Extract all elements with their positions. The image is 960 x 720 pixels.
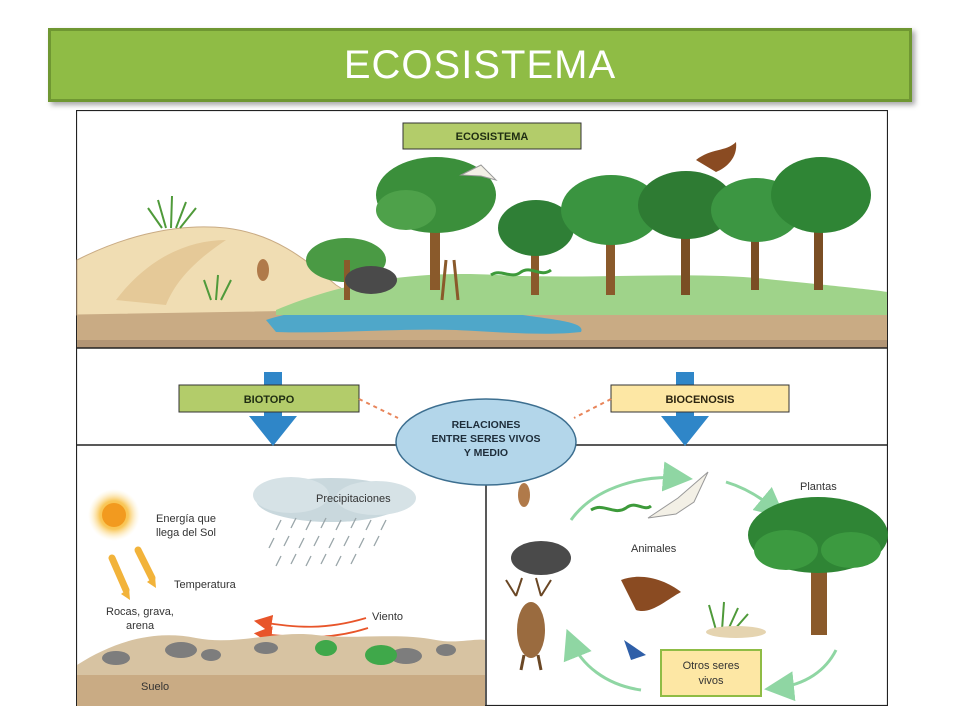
eagle-icon-2 [621,576,681,611]
biocenosis-label: BIOCENOSIS [665,394,734,406]
bird-icon [459,164,498,181]
biotopo-label: BIOTOPO [244,394,295,406]
animales-label: Animales [631,543,677,555]
landscape-scene [76,142,887,348]
energia-line1: Energía que [156,513,216,525]
snake-icon-2 [590,503,652,513]
rocas-line1: Rocas, grava, [106,606,174,618]
snake-icon [490,268,552,277]
eagle-icon [696,142,737,172]
energia-line2: llega del Sol [156,527,216,539]
relations-ellipse [395,398,577,486]
deer-icon-2 [505,577,552,671]
ecosistema-label-box [402,122,582,150]
wild-boar-icon-2 [511,541,571,575]
biotopo-label-box [178,384,360,413]
rocas-line2: arena [126,620,155,632]
slide-title: ECOSISTEMA [343,42,617,87]
biocenosis-panel: Plantas Animales Otros seres viv [505,461,888,702]
forest [306,157,871,300]
relations-line3: Y MEDIO [464,447,508,459]
wild-boar-icon [345,266,397,294]
relations-line1: RELACIONES [452,419,521,431]
deer-icon [440,259,460,301]
biocenosis-label-box [610,384,790,413]
precipitaciones-label: Precipitaciones [316,493,391,505]
plantas-label: Plantas [800,481,837,493]
rain-cloud-icon [253,477,416,567]
slide-title-bar: ECOSISTEMA [48,28,912,102]
viento-label: Viento [372,611,403,623]
rocks [102,642,456,665]
tree-icon [748,497,888,635]
grass-tufts [147,195,232,301]
otros-seres-box [660,649,762,697]
otros-line1: Otros seres [683,660,740,672]
otros-line2: vivos [698,675,724,687]
relations-line2: ENTRE SERES VIVOS [431,433,540,445]
biotopo-panel: Energía que llega del Sol Precipitacione… [77,477,485,706]
suelo-label: Suelo [141,681,169,693]
bird-icon-2 [647,471,709,519]
dashed-connector-right [573,398,612,419]
temperatura-label: Temperatura [174,579,237,591]
ecosystem-diagram: ECOSISTEMA BIOTOPO BIOCENOSIS RELACIONES… [75,109,889,711]
ecosistema-label: ECOSISTEMA [456,131,529,143]
